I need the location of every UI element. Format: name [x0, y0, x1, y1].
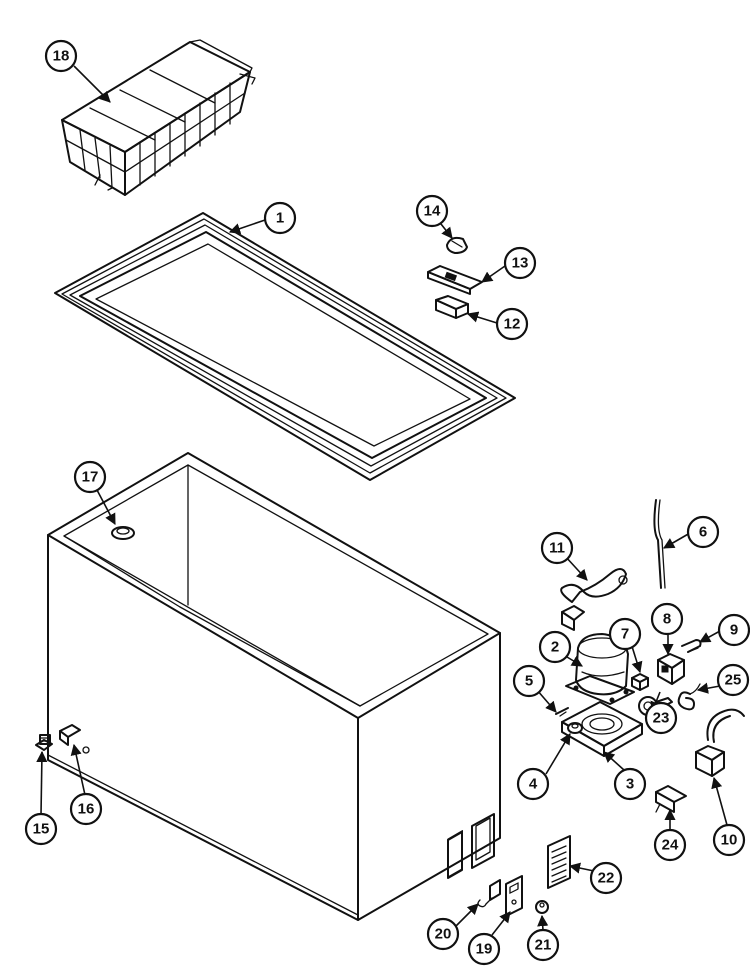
- mount-clip: [555, 707, 569, 717]
- callout-13: 13: [503, 246, 537, 280]
- hinge-block: [435, 295, 469, 319]
- svg-text:4: 4: [529, 776, 538, 793]
- power-cord: [560, 568, 628, 631]
- svg-text:17: 17: [82, 469, 99, 486]
- drain-cover: [59, 724, 81, 746]
- callout-9: 9: [717, 613, 750, 647]
- svg-text:9: 9: [730, 622, 738, 639]
- svg-text:2: 2: [551, 639, 559, 656]
- louver-grille: [547, 835, 571, 889]
- svg-text:24: 24: [662, 837, 679, 854]
- lid-gasket: [54, 212, 516, 481]
- compressor: [565, 633, 635, 705]
- callout-20: 20: [426, 917, 460, 951]
- svg-text:13: 13: [512, 255, 529, 272]
- svg-text:7: 7: [621, 626, 629, 643]
- svg-text:21: 21: [535, 937, 552, 954]
- callout-10: 10: [712, 823, 746, 857]
- retainer-clip: [655, 785, 687, 813]
- callout-25: 25: [716, 663, 750, 697]
- svg-text:15: 15: [33, 821, 50, 838]
- callout-16: 16: [69, 792, 103, 826]
- callout-7: 7: [608, 617, 642, 651]
- svg-text:20: 20: [435, 926, 452, 943]
- svg-text:6: 6: [699, 524, 707, 541]
- callout-21: 21: [526, 928, 560, 962]
- indicator-light: [477, 879, 501, 908]
- hinge-bracket: [427, 265, 483, 295]
- svg-text:5: 5: [525, 673, 533, 690]
- svg-text:8: 8: [663, 611, 671, 628]
- callout-24: 24: [653, 828, 687, 862]
- callout-4: 4: [516, 767, 550, 801]
- svg-text:11: 11: [549, 540, 565, 557]
- drain-cap: [35, 734, 53, 751]
- svg-text:18: 18: [53, 48, 70, 65]
- callout-15: 15: [24, 812, 58, 846]
- relay: [631, 673, 649, 691]
- drain-plug: [111, 526, 135, 540]
- cord-bracket: [695, 708, 745, 777]
- thermostat-bracket: [681, 639, 702, 653]
- freezer-cabinet: [47, 452, 501, 921]
- svg-text:16: 16: [78, 801, 95, 818]
- thermostat-knob: [535, 900, 549, 914]
- svg-text:12: 12: [504, 316, 521, 333]
- control-knob: [446, 236, 468, 254]
- callout-6: 6: [686, 515, 720, 549]
- svg-text:10: 10: [721, 832, 738, 849]
- callout-19: 19: [467, 932, 501, 966]
- callout-18: 18: [44, 39, 78, 73]
- callout-3: 3: [613, 767, 647, 801]
- control-panel: [505, 875, 523, 917]
- svg-text:14: 14: [424, 203, 441, 220]
- svg-text:1: 1: [276, 210, 284, 227]
- callout-1: 1: [263, 201, 297, 235]
- svg-text:19: 19: [476, 941, 493, 958]
- callout-11: 11: [540, 531, 574, 565]
- svg-text:23: 23: [653, 710, 670, 727]
- wire-harness: [677, 683, 701, 711]
- callout-23: 23: [644, 701, 678, 735]
- callout-22: 22: [589, 861, 623, 895]
- svg-text:3: 3: [626, 776, 634, 793]
- wire-basket: [61, 39, 256, 196]
- callout-12: 12: [495, 307, 529, 341]
- callout-8: 8: [650, 602, 684, 636]
- callout-17: 17: [73, 460, 107, 494]
- callout-14: 14: [415, 194, 449, 228]
- callout-5: 5: [512, 664, 546, 698]
- thermostat-capillary: [653, 499, 666, 589]
- mount-grommet: [567, 722, 583, 734]
- thermostat: [657, 653, 685, 685]
- svg-text:25: 25: [725, 672, 742, 689]
- svg-text:22: 22: [598, 870, 615, 887]
- callout-2: 2: [538, 630, 572, 664]
